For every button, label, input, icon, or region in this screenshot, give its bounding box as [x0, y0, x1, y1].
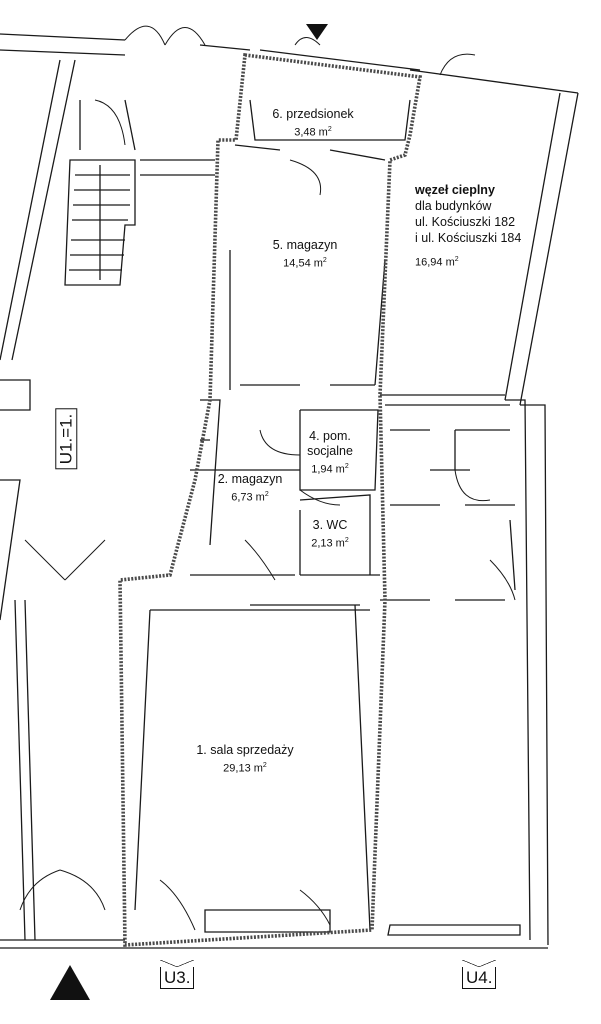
room-name: 3. WC [312, 518, 348, 532]
unit-boundary [118, 52, 423, 947]
room-name: 5. magazyn [272, 238, 338, 252]
walls [0, 33, 579, 949]
room-label-vestibule: 6. przedsionek 3,48 m2 [258, 107, 368, 141]
heat-node-line-3: i ul. Kościuszki 184 [415, 231, 522, 245]
room-area: 14,54 m2 [283, 257, 327, 270]
heat-node-area: 16,94 m2 [415, 256, 459, 269]
room-label-wc: 3. WC 2,13 m2 [295, 518, 365, 552]
room-area: 29,13 m2 [223, 762, 267, 775]
north-arrow-icon [306, 24, 328, 40]
room-area: 3,48 m2 [294, 126, 332, 139]
entrance-marker-icon [50, 965, 90, 1000]
unit-tag-u3: U3. [160, 960, 195, 989]
room-name-line-2: socjalne [307, 444, 353, 458]
unit-tag-u4: U4. [462, 960, 497, 989]
room-name: 4. pom. [309, 429, 351, 443]
room-label-sales-room: 1. sala sprzedaży 29,13 m2 [185, 743, 305, 777]
room-name: 2. magazyn [217, 472, 283, 486]
unit-tag-u1: U1.=1. [55, 408, 78, 470]
room-area: 2,13 m2 [311, 537, 349, 550]
room-area: 1,94 m2 [311, 463, 349, 476]
heat-node-line-2: ul. Kościuszki 182 [415, 215, 516, 229]
room-name: 6. przedsionek [272, 107, 354, 121]
room-label-staff-room: 4. pom. socjalne 1,94 m2 [300, 429, 360, 478]
room-area: 6,73 m2 [231, 491, 269, 504]
heat-node-line-1: dla budynków [415, 199, 492, 213]
room-name: 1. sala sprzedaży [196, 743, 294, 757]
door-swings [19, 25, 516, 931]
room-label-storage-2: 2. magazyn 6,73 m2 [205, 472, 295, 506]
heat-node-label: węzeł cieplny dla budynków ul. Kościuszk… [415, 182, 555, 271]
heat-node-title: węzeł cieplny [415, 183, 495, 197]
room-label-storage-5: 5. magazyn 14,54 m2 [255, 238, 355, 272]
